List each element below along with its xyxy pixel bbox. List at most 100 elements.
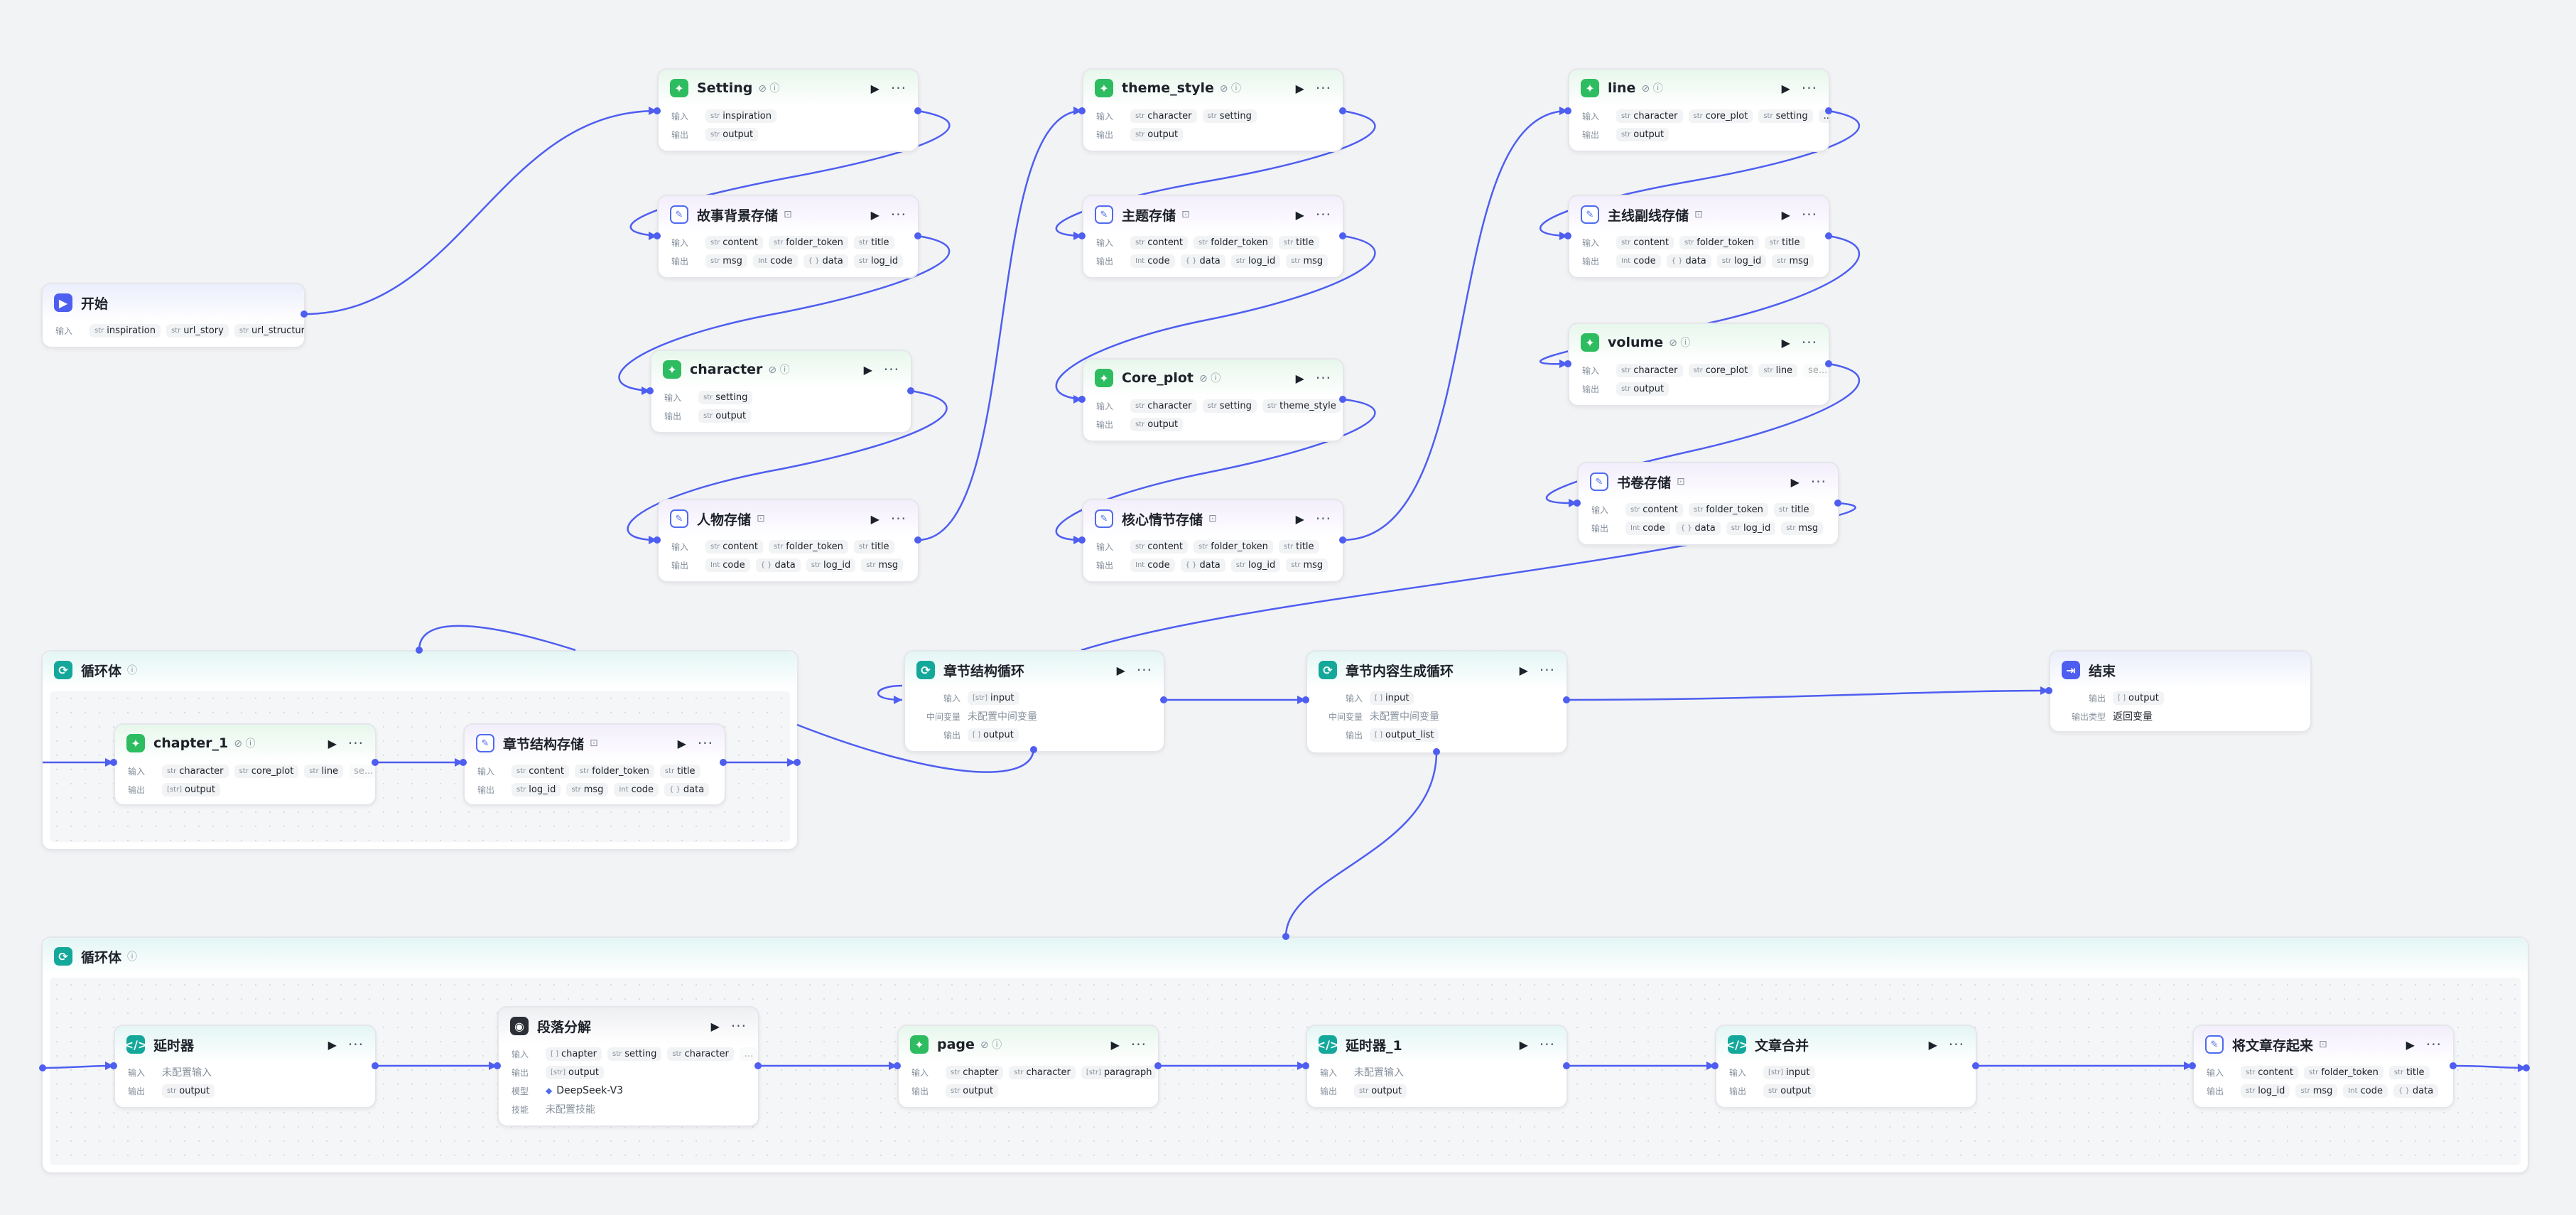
- input-port[interactable]: [1078, 536, 1086, 544]
- input-port[interactable]: [654, 536, 661, 544]
- run-icon[interactable]: ▶: [1781, 81, 1790, 95]
- var-tag[interactable]: [ ]output_list: [1370, 728, 1439, 742]
- output-port[interactable]: [914, 107, 921, 114]
- var-tag[interactable]: { }data: [755, 558, 801, 572]
- info-icon[interactable]: ⊘ ⓘ: [1219, 83, 1242, 94]
- more-icon[interactable]: ···: [1136, 662, 1152, 679]
- input-port[interactable]: [460, 759, 467, 766]
- more-icon[interactable]: ···: [1315, 369, 1331, 387]
- var-tag[interactable]: [ ]input: [1370, 691, 1414, 705]
- input-port[interactable]: [654, 232, 661, 239]
- input-port[interactable]: [1711, 1062, 1719, 1069]
- output-port[interactable]: [1339, 536, 1346, 544]
- run-icon[interactable]: ▶: [870, 512, 880, 526]
- more-vars-tag[interactable]: ...: [739, 1047, 758, 1061]
- plugin-icon[interactable]: ⊡: [784, 209, 792, 220]
- input-port[interactable]: [1078, 396, 1086, 403]
- input-port[interactable]: [494, 1062, 501, 1069]
- input-port[interactable]: [1078, 107, 1086, 114]
- run-icon[interactable]: ▶: [1295, 371, 1304, 385]
- node-content-loop[interactable]: ⟳章节内容生成循环▶··· 输入[ ]input 中间变量未配置中间变量 输出[…: [1306, 650, 1568, 754]
- var-tag[interactable]: { }data: [1666, 254, 1711, 268]
- run-icon[interactable]: ▶: [710, 1019, 720, 1033]
- input-port[interactable]: [1564, 360, 1571, 367]
- more-icon[interactable]: ···: [1315, 206, 1331, 223]
- run-icon[interactable]: ▶: [1295, 512, 1304, 526]
- run-icon[interactable]: ▶: [1295, 81, 1304, 95]
- more-icon[interactable]: ···: [697, 735, 713, 752]
- var-tag[interactable]: [ ]output: [2113, 691, 2164, 705]
- var-tag[interactable]: { }data: [664, 782, 710, 796]
- output-port[interactable]: [1154, 1062, 1162, 1069]
- more-icon[interactable]: ···: [1539, 662, 1555, 679]
- more-icon[interactable]: ···: [1539, 1036, 1555, 1053]
- output-port[interactable]: [914, 232, 921, 239]
- input-port[interactable]: [1302, 1062, 1309, 1069]
- info-icon[interactable]: ⊘ ⓘ: [758, 83, 780, 94]
- output-port[interactable]: [1825, 360, 1832, 367]
- output-port[interactable]: [914, 536, 921, 544]
- run-icon[interactable]: ▶: [677, 736, 686, 750]
- more-icon[interactable]: ···: [347, 1036, 364, 1053]
- output-port[interactable]: [2450, 1062, 2457, 1069]
- run-icon[interactable]: ▶: [1519, 663, 1528, 677]
- input-port[interactable]: [894, 1062, 901, 1069]
- output-port[interactable]: [1160, 696, 1167, 703]
- input-port[interactable]: [39, 1064, 46, 1071]
- output-port[interactable]: [1834, 500, 1841, 507]
- more-icon[interactable]: ···: [890, 206, 907, 223]
- input-port[interactable]: [2045, 687, 2052, 694]
- run-icon[interactable]: ▶: [1781, 207, 1790, 222]
- plugin-icon[interactable]: ⊡: [1694, 209, 1703, 220]
- info-icon[interactable]: ⊘ ⓘ: [1199, 373, 1221, 384]
- output-port[interactable]: [1339, 232, 1346, 239]
- plugin-icon[interactable]: ⊡: [1677, 476, 1685, 487]
